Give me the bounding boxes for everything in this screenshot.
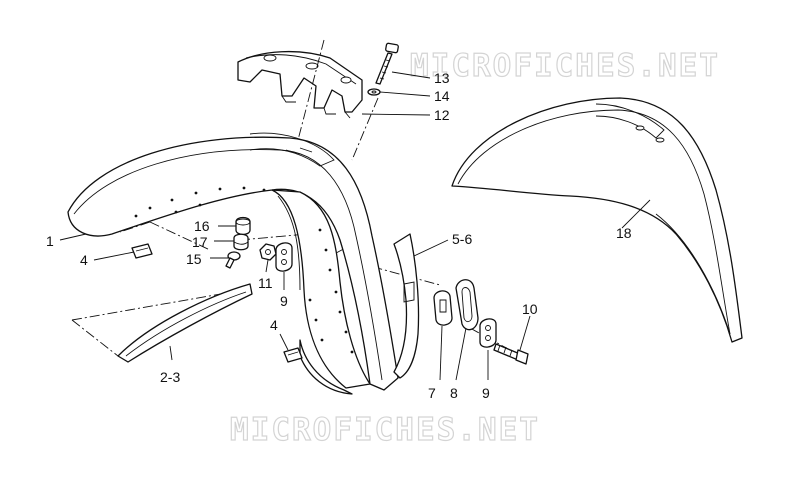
part-14-washer — [367, 88, 381, 96]
callout-15: 15 — [186, 251, 202, 267]
part-7-pad — [433, 290, 453, 326]
callout-11: 11 — [258, 275, 273, 291]
part-11-nut — [259, 243, 277, 261]
callout-12: 12 — [434, 107, 450, 123]
part-1-front-fender — [67, 132, 399, 395]
part-10-bolt — [493, 343, 529, 365]
callout-4-lower: 4 — [270, 317, 278, 333]
callout-9-left: 9 — [280, 293, 288, 309]
part-9-plate-left — [275, 242, 293, 272]
leader-lines — [59, 71, 651, 381]
part-12-bracket — [237, 50, 363, 119]
callout-10: 10 — [522, 301, 538, 317]
callout-4-upper: 4 — [80, 252, 88, 268]
part-15-screw — [225, 251, 241, 269]
callout-2-3: 2-3 — [160, 369, 180, 385]
part-13-bolt — [375, 42, 399, 85]
callout-5-6: 5-6 — [452, 231, 472, 247]
callout-labels: 1 2-3 4 4 5-6 7 8 9 9 10 11 12 13 14 15 … — [46, 70, 632, 401]
callout-7: 7 — [428, 385, 436, 401]
watermark-bottom: MICROFICHES.NET — [230, 412, 540, 448]
part-5-6-side-bracket — [393, 233, 420, 379]
callout-1: 1 — [46, 233, 54, 249]
callout-9-right: 9 — [482, 385, 490, 401]
part-4-clip-lower — [283, 347, 303, 363]
callout-13: 13 — [434, 70, 450, 86]
part-17-grommet — [233, 233, 249, 251]
part-9-plate-right — [479, 318, 497, 348]
part-16-spacer — [235, 216, 251, 236]
callout-17: 17 — [192, 234, 208, 250]
callout-8: 8 — [450, 385, 458, 401]
part-18-rear-fender — [451, 97, 743, 343]
watermark-top: MICROFICHES.NET — [410, 48, 720, 84]
callout-14: 14 — [434, 88, 450, 104]
callout-18: 18 — [616, 225, 632, 241]
part-8-loop — [455, 279, 479, 331]
part-4-clip-upper — [131, 243, 153, 259]
callout-16: 16 — [194, 218, 210, 234]
part-2-3-trim — [117, 283, 253, 363]
